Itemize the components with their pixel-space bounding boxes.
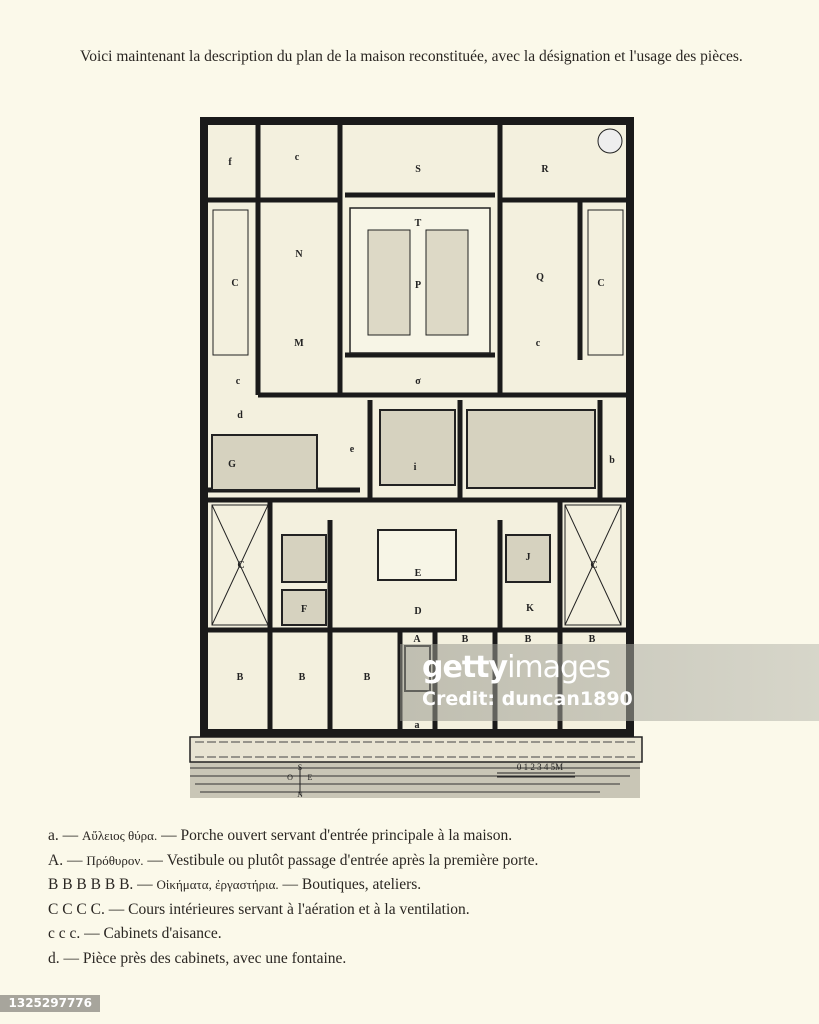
svg-text:P: P (415, 280, 421, 291)
svg-text:b: b (609, 455, 615, 466)
watermark-banner: gettyimages Credit: duncan1890 (400, 644, 819, 721)
svg-text:B: B (299, 672, 306, 683)
svg-text:d: d (237, 410, 243, 421)
getty-logo: gettyimages (422, 650, 611, 685)
scale-bar: 0 1 2 3 4 5M (497, 762, 575, 778)
svg-text:a: a (415, 720, 420, 731)
image-id-badge: 1325297776 (0, 995, 100, 1012)
svg-text:B: B (589, 634, 596, 645)
svg-text:A: A (413, 634, 421, 645)
svg-text:C: C (597, 278, 604, 289)
svg-text:O: O (287, 773, 293, 782)
svg-text:N: N (297, 790, 303, 799)
svg-text:B: B (462, 634, 469, 645)
svg-text:E: E (308, 773, 313, 782)
sidewalk-paving (189, 736, 643, 763)
floor-plan: f c S R T N P Q C C M c σ d e c i b G C … (189, 117, 643, 799)
legend: a. — Αὔλειος θύρα. — Porche ouvert serva… (48, 824, 538, 971)
svg-text:σ: σ (415, 376, 421, 387)
svg-text:J: J (526, 552, 531, 563)
svg-text:S: S (415, 164, 421, 175)
svg-text:B: B (525, 634, 532, 645)
courtyard-peristyle (211, 128, 624, 692)
svg-text:B: B (237, 672, 244, 683)
svg-text:Q: Q (536, 272, 544, 283)
svg-text:e: e (350, 444, 355, 455)
svg-text:c: c (236, 376, 241, 387)
svg-text:F: F (301, 604, 307, 615)
room-labels: f c S R T N P Q C C M c σ d e c i b G C … (228, 152, 615, 731)
svg-text:S: S (298, 763, 302, 772)
svg-text:C: C (231, 278, 238, 289)
svg-text:E: E (415, 568, 422, 579)
legend-item: c c c. — Cabinets d'aisance. (48, 925, 222, 942)
svg-text:D: D (414, 606, 421, 617)
compass-rose: O S E N (287, 763, 312, 799)
legend-item: C C C C. — Cours intérieures servant à l… (48, 900, 470, 918)
svg-text:G: G (228, 459, 236, 470)
svg-text:c: c (536, 338, 541, 349)
legend-item: a. — Αὔλειος θύρα. — Porche ouvert serva… (48, 827, 513, 844)
svg-text:i: i (414, 462, 417, 473)
svg-text:C: C (590, 560, 597, 571)
svg-text:T: T (415, 218, 422, 229)
intro-paragraph: Voici maintenant la description du plan … (80, 48, 743, 65)
svg-text:B: B (364, 672, 371, 683)
watermark-credit: Credit: duncan1890 (422, 688, 633, 710)
street (190, 762, 640, 798)
svg-text:R: R (541, 164, 549, 175)
legend-item: A. — Πρόθυρον. — Vestibule ou plutôt pas… (48, 851, 539, 869)
svg-text:f: f (228, 157, 232, 168)
svg-text:0 1 2 3 4 5M: 0 1 2 3 4 5M (517, 762, 563, 772)
svg-text:c: c (295, 152, 300, 163)
svg-text:N: N (295, 249, 303, 260)
svg-text:M: M (294, 338, 304, 349)
legend-item: B B B B B B. — Οἰκήματα, ἐργαστήρια. — B… (48, 876, 422, 893)
svg-text:C: C (237, 560, 244, 571)
svg-text:K: K (526, 603, 534, 614)
legend-item: d. — Pièce près des cabinets, avec une f… (48, 949, 347, 967)
